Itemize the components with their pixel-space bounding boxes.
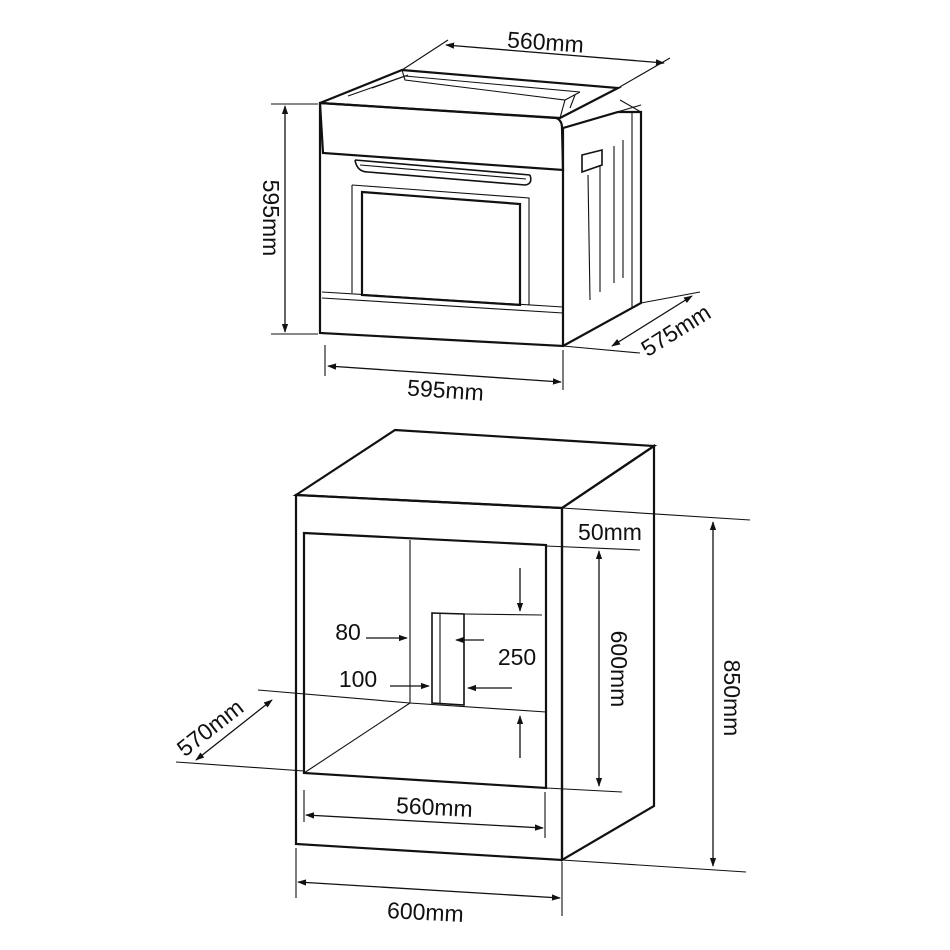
cabinet-niche-width-label: 560mm xyxy=(395,792,473,822)
oven-dimensions xyxy=(271,39,701,390)
cabinet-top-clearance-label: 50mm xyxy=(578,519,642,545)
cabinet-vent-width-label: 100 xyxy=(339,666,377,692)
cabinet-dimensions xyxy=(175,507,751,916)
cabinet-niche-height-label: 600mm xyxy=(606,631,632,708)
cabinet-drawing xyxy=(292,428,658,862)
oven-depth-label: 575mm xyxy=(636,299,715,362)
oven-top-width-label: 560mm xyxy=(506,26,584,57)
cabinet-height-label: 850mm xyxy=(719,660,745,737)
cabinet-vent-offset-label: 80 xyxy=(335,619,361,645)
cabinet-width-label: 600mm xyxy=(386,897,464,927)
oven-drawing xyxy=(318,68,643,348)
oven-width-label: 595mm xyxy=(406,374,484,405)
oven-height-label: 595mm xyxy=(258,180,284,257)
cabinet-vent-height-label: 250 xyxy=(498,644,536,670)
